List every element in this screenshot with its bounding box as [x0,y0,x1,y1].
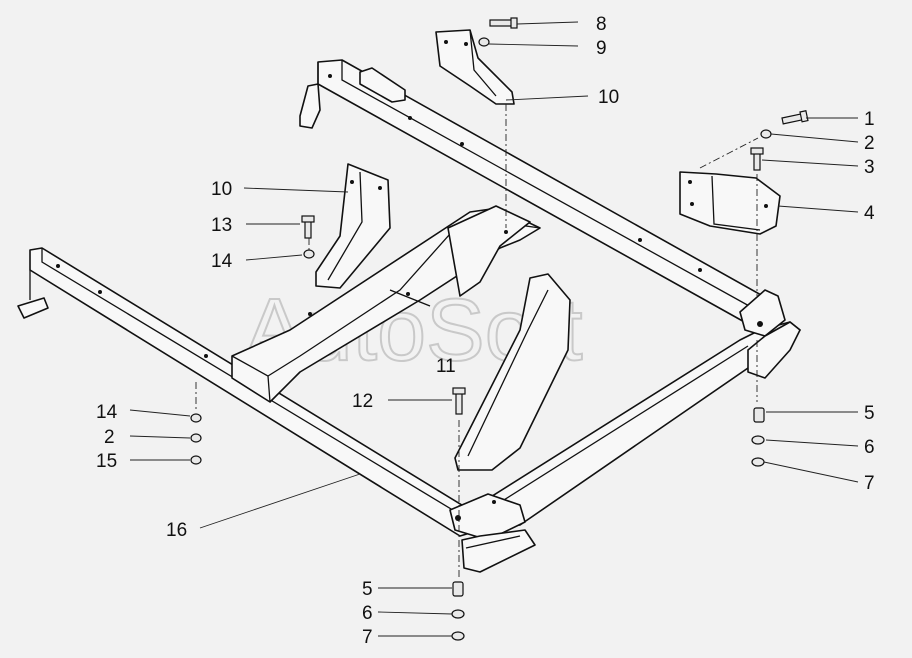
washer-9 [478,37,490,47]
right-mount-block [747,321,801,379]
top-bracket-plate [435,29,515,105]
frame-holes [56,74,763,521]
sleeve-5-right [753,407,765,423]
callout-16: 16 [166,520,187,541]
nut-14-lower [190,413,202,423]
washer-6-right [751,435,765,445]
callout-4: 4 [864,203,875,224]
callout-2-left: 2 [104,427,115,448]
callout-9: 9 [596,38,607,59]
callout-13: 13 [211,215,232,236]
front-right-foot [461,529,536,573]
callout-3: 3 [864,157,875,178]
bolt-8 [489,19,513,27]
nut-14-upper [303,249,315,259]
top-bracket [435,29,515,105]
callout-8: 8 [596,14,607,35]
nut-15 [190,455,202,465]
left-bracket-plate [315,163,391,289]
callout-6-bottom: 6 [362,603,373,624]
rear-foot-left [299,83,321,129]
nut-7-right [751,457,765,467]
callout-2-right: 2 [864,133,875,154]
right-bracket-plate [679,171,781,235]
leader-lines [129,21,859,637]
diagonal-brace [454,273,571,471]
callout-1: 1 [864,109,875,130]
callout-6-right: 6 [864,437,875,458]
front-foot-left [17,297,49,319]
callout-14-upper: 14 [211,251,233,272]
fasteners [190,17,809,641]
bolt-12 [455,391,463,415]
frame-assembly [17,59,801,573]
callout-12: 12 [352,391,373,412]
assembly-axes [195,104,759,580]
sleeve-5-bottom [452,581,464,597]
bolt-13 [304,219,312,239]
callout-14-lower: 14 [96,402,118,423]
front-right-mount [449,493,526,541]
rear-right-mount [739,289,786,337]
callout-11: 11 [436,356,456,377]
right-bracket [679,171,781,235]
callout-labels: 8 9 10 1 2 3 4 10 13 14 11 12 14 2 15 5 … [96,14,875,648]
callout-5-bottom: 5 [362,579,373,600]
callout-5-right: 5 [864,403,875,424]
callout-15: 15 [96,451,117,472]
callout-7-bottom: 7 [362,627,373,648]
bolt-3 [753,151,761,171]
rear-bracket-small [359,67,406,103]
washer-2-left [190,433,202,443]
callout-10-top: 10 [598,87,619,108]
callout-7-right: 7 [864,473,875,494]
left-bracket [315,163,391,289]
washer-6-bottom [451,609,465,619]
tunnel-raised [447,205,531,297]
nut-7-bottom [451,631,465,641]
washer-2-right [760,129,772,139]
callout-10-left: 10 [211,179,232,200]
